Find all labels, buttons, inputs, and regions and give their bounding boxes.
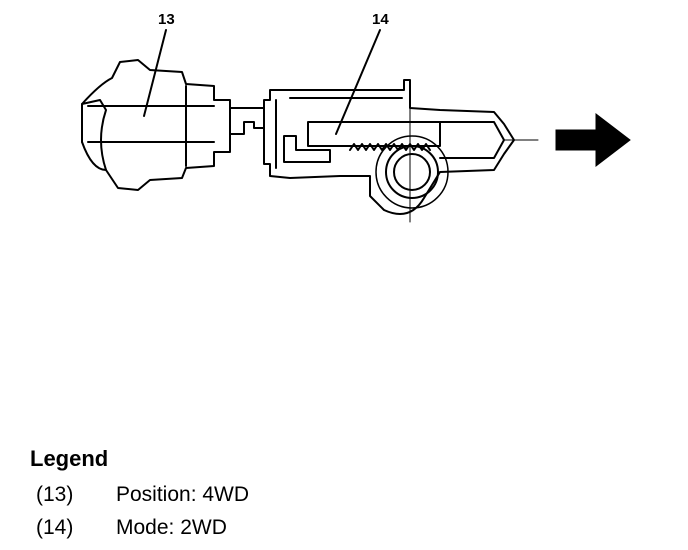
legend-item-text: Mode: 2WD: [116, 516, 227, 539]
legend-item-14: (14) Mode: 2WD: [30, 511, 249, 544]
legend-item-text: Position: 4WD: [116, 483, 250, 506]
callout-13: 13: [158, 11, 175, 28]
callout-14: 14: [372, 11, 389, 28]
transfer-switch-diagram: 13 14: [81, 11, 631, 223]
mode-switch-body: [263, 79, 539, 223]
legend-item-number: (14): [36, 516, 74, 539]
legend-item-number: (13): [36, 483, 74, 506]
position-switch-housing: [81, 59, 265, 191]
legend: Legend (13) Position: 4WD (14) Mode: 2WD: [30, 446, 249, 544]
legend-item-13: (13) Position: 4WD: [30, 478, 249, 511]
legend-title: Legend: [30, 446, 109, 471]
direction-arrow-icon: [555, 112, 631, 168]
